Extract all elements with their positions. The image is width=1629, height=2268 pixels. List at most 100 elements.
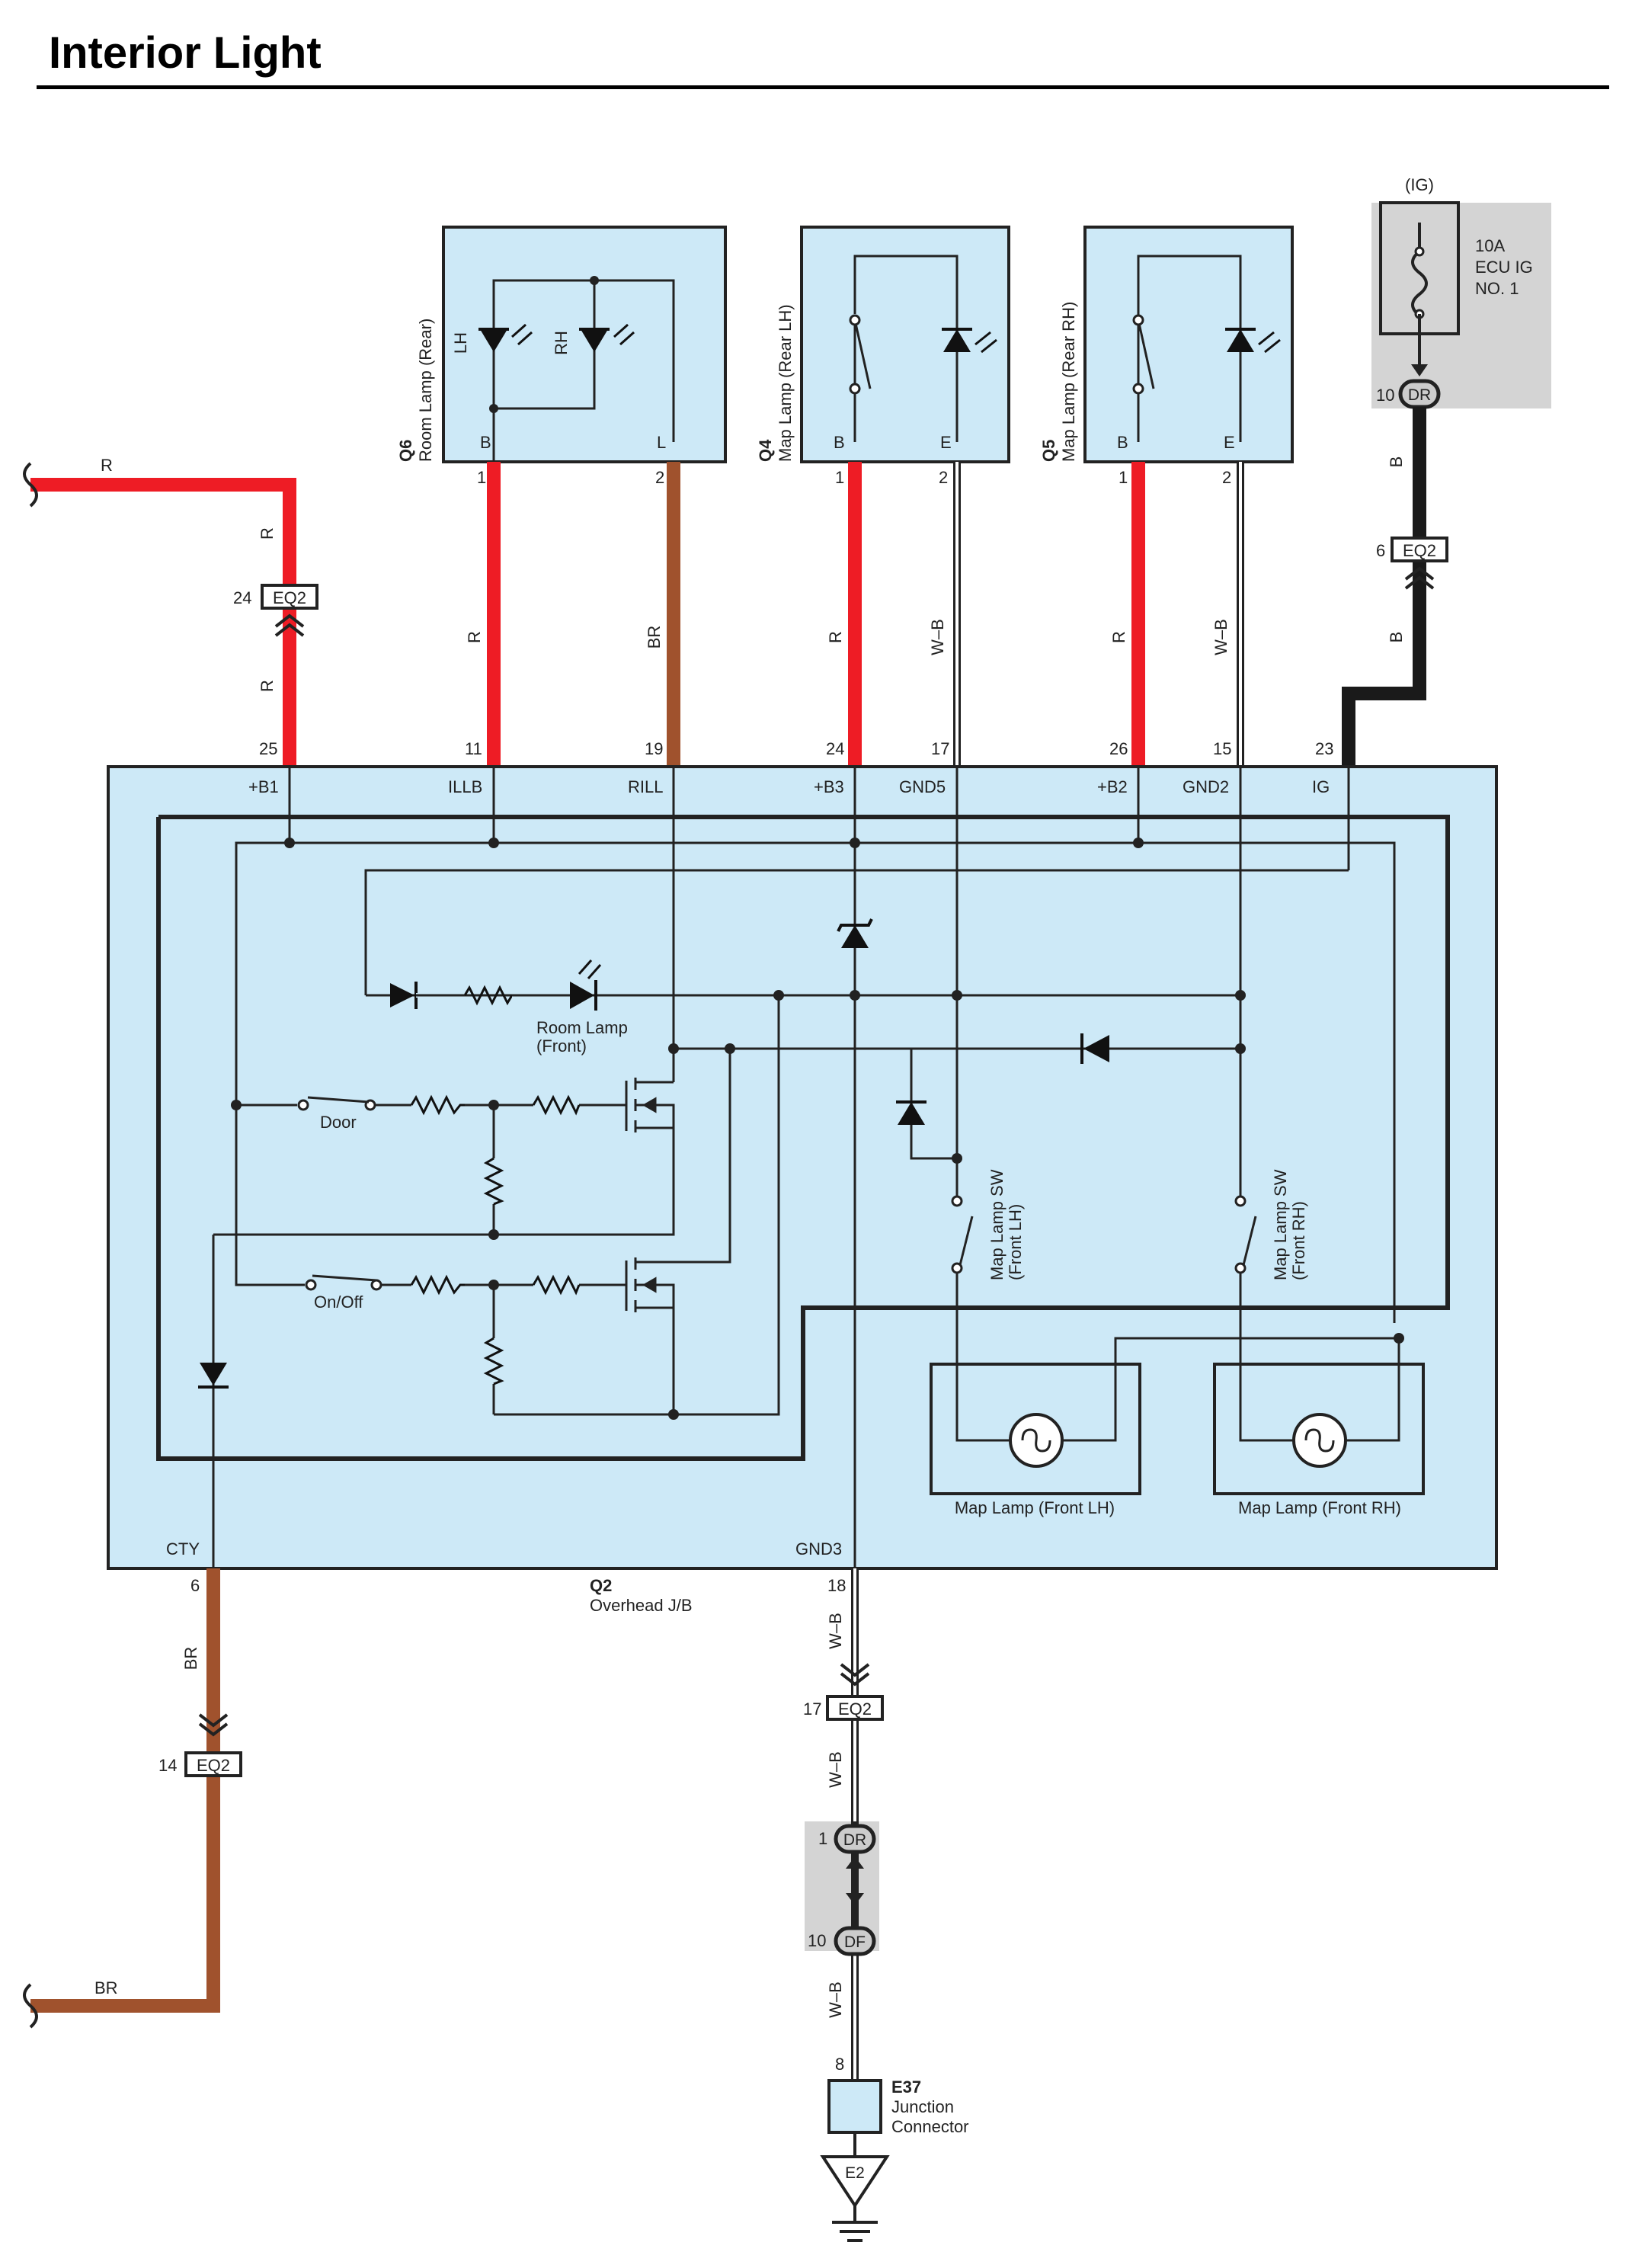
onoff-switch-icon: [305, 1274, 382, 1291]
jb-term-cty: CTY: [166, 1539, 200, 1558]
junction-connector-box: [827, 2079, 882, 2134]
jb-term-gnd3: GND3: [795, 1539, 842, 1558]
jb-pin-11: 11: [465, 739, 482, 758]
wire-label-br-bottom: BR: [94, 1978, 118, 1997]
map-lamp-rear-rh-name: Map Lamp (Rear RH): [1059, 302, 1078, 462]
wire-label-r-top: R: [101, 456, 113, 475]
map-lamp-front-rh-label: Map Lamp (Front RH): [1238, 1498, 1401, 1517]
fuse-conn-pin: 10: [1376, 386, 1394, 405]
ground-e2-icon: [820, 2155, 890, 2242]
mosfet-onoff-icon: [616, 1257, 675, 1312]
connector-eq2-24-pin: 24: [233, 588, 251, 607]
map-lamp-rear-lh-led-icon: [942, 328, 997, 354]
diode-lh-icon: [896, 1100, 927, 1125]
room-lamp-rear-pin-1: 1: [477, 468, 486, 487]
jb-term-illb: ILLB: [448, 777, 482, 796]
jb-term-gnd2: GND2: [1183, 777, 1229, 796]
onoff-resistor-3-icon: [483, 1337, 504, 1385]
map-lamp-sw-front-lh-icon: [951, 1195, 974, 1274]
diode-rh-icon: [1080, 1033, 1109, 1064]
connector-eq2-14: [184, 1713, 242, 1777]
map-lamp-sw-front-rh-icon: [1234, 1195, 1257, 1274]
room-lamp-rear-lh-label: LH: [451, 332, 470, 354]
map-lamp-sw-lh-label-2: (Front LH): [1006, 1204, 1025, 1280]
jb-pin-25: 25: [259, 739, 277, 758]
room-lamp-front-label-1: Room Lamp: [536, 1018, 628, 1037]
connector-eq2-24-label: EQ2: [273, 588, 306, 607]
connector-eq2-6-label: EQ2: [1403, 541, 1436, 560]
wire-label-wb-gnd5: W–B: [928, 619, 947, 655]
map-lamp-rear-rh-id: Q5: [1039, 440, 1058, 462]
room-lamp-rear-term-b: B: [480, 433, 491, 452]
connector-eq2-24: [261, 584, 318, 637]
wire-label-br-rill: BR: [645, 626, 664, 649]
wire-label-b-ig-b: B: [1387, 632, 1406, 643]
mosfet-door-icon: [616, 1078, 675, 1132]
connector-df-pin: 10: [808, 1931, 826, 1950]
jb-pin-gnd3: 18: [827, 1576, 846, 1595]
map-lamp-rear-rh-pin-1: 1: [1119, 468, 1128, 487]
junction-pin: 8: [835, 2055, 844, 2074]
fuse-name-2: NO. 1: [1475, 279, 1519, 298]
wire-label-b-ig-a: B: [1387, 456, 1406, 468]
jb-term-b1: +B1: [248, 777, 279, 796]
map-lamp-rear-lh-box: [800, 226, 1010, 463]
connector-eq2-17: [826, 1663, 884, 1721]
map-lamp-rear-lh-term-e: E: [940, 433, 952, 452]
jb-term-ig: IG: [1312, 777, 1330, 796]
room-lamp-rear-lh-led-icon: [478, 323, 533, 352]
jb-pin-17: 17: [931, 739, 949, 758]
map-lamp-front-rh: [1213, 1363, 1425, 1495]
page-title: Interior Light: [49, 28, 322, 78]
wire-label-wb-gnd2: W–B: [1211, 619, 1231, 655]
room-lamp-front-resistor-icon: [463, 985, 514, 1006]
map-lamp-front-lh: [930, 1363, 1141, 1495]
fuse-name-1: ECU IG: [1475, 258, 1533, 277]
map-lamp-rear-lh-pin-2: 2: [939, 468, 948, 487]
room-lamp-rear-term-l: L: [657, 433, 666, 452]
wire-label-r-b2: R: [1109, 631, 1128, 643]
fuse-rating: 10A: [1475, 236, 1505, 255]
map-lamp-rear-lh-name: Map Lamp (Rear LH): [776, 304, 795, 462]
connector-eq2-17-label: EQ2: [838, 1699, 872, 1719]
jb-term-gnd5: GND5: [899, 777, 946, 796]
map-lamp-rear-lh-term-b: B: [834, 433, 845, 452]
title-rule: [37, 85, 1609, 89]
map-lamp-rear-rh-box: [1083, 226, 1294, 463]
door-switch-label: Door: [320, 1113, 357, 1132]
door-resistor-3-icon: [483, 1157, 504, 1206]
jb-pin-cty: 6: [190, 1576, 200, 1595]
door-resistor-1-icon: [410, 1094, 465, 1116]
map-lamp-sw-rh-label-2: (Front RH): [1289, 1201, 1308, 1280]
jb-name: Overhead J/B: [590, 1596, 693, 1615]
map-lamp-rear-rh-term-b: B: [1117, 433, 1128, 452]
fuse-ecu-ig-no1: (IG) 10A ECU IG NO. 1 10 DR: [1371, 175, 1551, 409]
wire-label-br-cty: BR: [181, 1647, 200, 1671]
connector-eq2-6-pin: 6: [1376, 541, 1385, 560]
connector-eq2-6: [1391, 537, 1448, 590]
onoff-resistor-2-icon: [532, 1274, 581, 1296]
wire-label-r-b1a: R: [258, 527, 277, 540]
cty-diode-icon: [198, 1363, 229, 1389]
door-resistor-2-icon: [532, 1094, 581, 1116]
door-switch-icon: [297, 1096, 376, 1111]
jb-pin-24: 24: [826, 739, 844, 758]
fuse-header: (IG): [1405, 175, 1434, 194]
wire-r-b1: [23, 462, 296, 767]
jb-term-b3: +B3: [814, 777, 844, 796]
fuse-conn-label: DR: [1408, 386, 1431, 404]
junction-name-1: Junction: [891, 2097, 954, 2116]
jb-term-b2: +B2: [1097, 777, 1128, 796]
junction-name-2: Connector: [891, 2117, 969, 2136]
map-lamp-rear-rh-led-icon: [1225, 328, 1281, 354]
wire-label-wb-gnd3-c: W–B: [826, 1981, 845, 2018]
jb-pin-19: 19: [645, 739, 663, 758]
connector-df-label: DF: [844, 1933, 866, 1951]
connector-eq2-14-pin: 14: [158, 1756, 177, 1775]
room-lamp-rear-pin-2: 2: [655, 468, 664, 487]
ground-label: E2: [845, 2164, 865, 2182]
wire-b-ig: [1342, 407, 1426, 767]
room-lamp-front-label-2: (Front): [536, 1036, 587, 1056]
jb-id: Q2: [590, 1576, 612, 1595]
